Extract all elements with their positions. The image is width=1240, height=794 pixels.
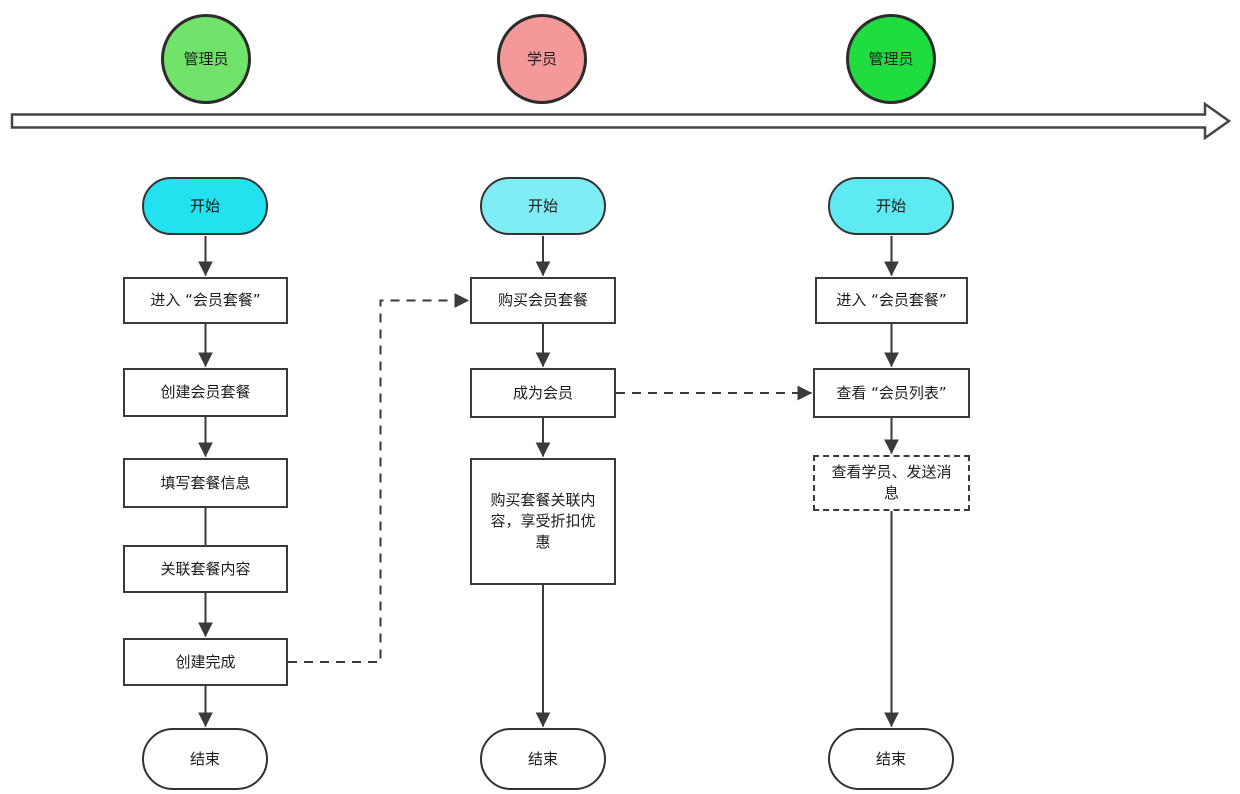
role-circle-lane2-student[interactable]: 学员: [497, 14, 587, 104]
step-label: 成为会员: [512, 383, 573, 402]
step-lane2-become-member[interactable]: 成为会员: [470, 368, 616, 418]
step-label: 进入 “会员套餐”: [836, 291, 947, 309]
role-label: 管理员: [868, 49, 914, 68]
step-lane1-link-package-content[interactable]: 关联套餐内容: [123, 545, 288, 593]
step-label: 购买套餐关联内容，享受折扣优惠: [490, 491, 596, 551]
end-node-lane2[interactable]: 结束: [480, 728, 606, 790]
role-label: 学员: [526, 49, 557, 68]
step-label: 创建会员套餐: [160, 383, 251, 401]
step-label: 查看 “会员列表”: [836, 383, 947, 402]
step-lane1-fill-package-info[interactable]: 填写套餐信息: [123, 458, 288, 508]
end-node-lane1[interactable]: 结束: [142, 728, 268, 790]
step-lane2-buy-member-package[interactable]: 购买会员套餐: [470, 277, 616, 324]
step-lane3-enter-member-package[interactable]: 进入 “会员套餐”: [815, 277, 968, 324]
end-label: 结束: [527, 749, 558, 768]
end-label: 结束: [189, 749, 220, 768]
start-node-lane3[interactable]: 开始: [828, 177, 954, 235]
start-label: 开始: [875, 196, 906, 215]
step-lane2-buy-linked-content-discount[interactable]: 购买套餐关联内容，享受折扣优惠: [470, 458, 616, 585]
end-node-lane3[interactable]: 结束: [828, 728, 954, 790]
step-lane1-enter-member-package[interactable]: 进入 “会员套餐”: [123, 277, 288, 324]
step-lane3-view-students-send-message[interactable]: 查看学员、发送消息: [813, 455, 970, 511]
role-circle-lane1-admin[interactable]: 管理员: [161, 14, 251, 104]
connector-dashed-create-done-to-buy-package: [288, 293, 470, 663]
step-label: 创建完成: [175, 652, 236, 671]
end-label: 结束: [875, 749, 906, 768]
start-node-lane1[interactable]: 开始: [142, 177, 268, 235]
role-label: 管理员: [183, 49, 229, 68]
start-label: 开始: [189, 196, 220, 215]
start-label: 开始: [527, 196, 558, 215]
start-node-lane2[interactable]: 开始: [480, 177, 606, 235]
step-label: 关联套餐内容: [160, 559, 251, 578]
step-label: 进入 “会员套餐”: [150, 291, 261, 309]
timeline-arrow: [10, 101, 1232, 141]
step-label: 购买会员套餐: [497, 291, 588, 309]
step-label: 查看学员、发送消息: [831, 463, 952, 502]
step-label: 填写套餐信息: [160, 473, 251, 492]
step-lane1-create-member-package[interactable]: 创建会员套餐: [123, 368, 288, 417]
step-lane3-view-member-list[interactable]: 查看 “会员列表”: [813, 368, 970, 418]
role-circle-lane3-admin[interactable]: 管理员: [846, 14, 936, 104]
step-lane1-create-done[interactable]: 创建完成: [123, 638, 288, 686]
